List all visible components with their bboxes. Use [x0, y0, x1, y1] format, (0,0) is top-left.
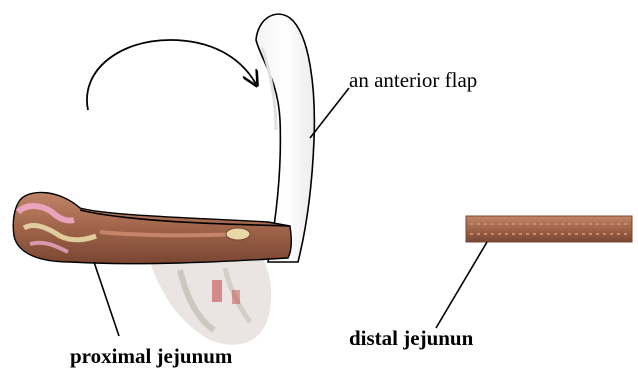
- flap-leader-line: [310, 88, 349, 138]
- proximal-leader-line: [94, 262, 119, 336]
- distal-leader-line: [436, 242, 487, 328]
- distal-jejunum-segment: [466, 216, 632, 242]
- proximal-jejunum-segment: [13, 192, 291, 263]
- fold-arrow: [87, 40, 256, 110]
- distal-jejunum-label: distal jejunun: [349, 328, 473, 349]
- proximal-jejunum-label: proximal jejunum: [70, 346, 232, 367]
- anterior-flap-label: an anterior flap: [349, 70, 477, 91]
- mesentery-shadow: [150, 258, 271, 345]
